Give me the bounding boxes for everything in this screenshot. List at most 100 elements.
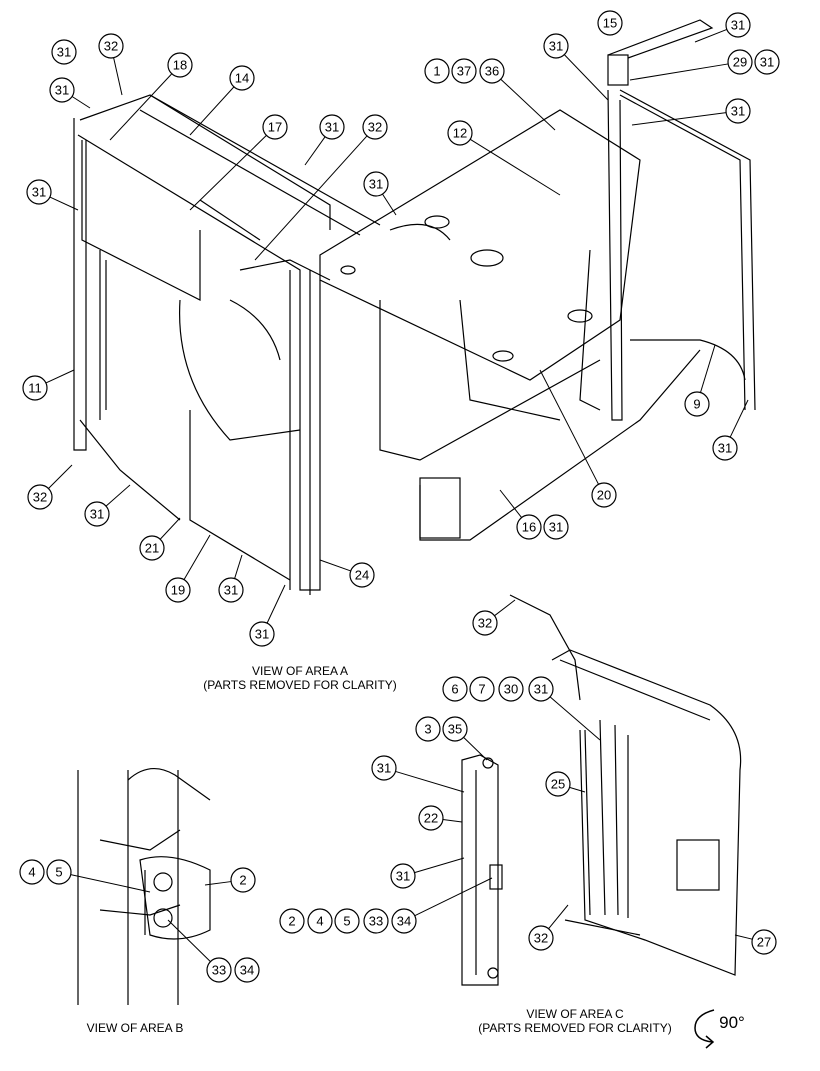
callout-circle [19,859,45,885]
callout-32: 32 [472,610,498,636]
callout-4: 4 [307,908,333,934]
callout-circle [545,771,571,797]
callout-number: 11 [28,381,42,396]
leader-line [71,96,91,109]
callout-3: 3 [415,716,441,742]
leader-line [414,857,465,874]
leader-line [539,369,599,485]
callout-circle [528,925,554,951]
leader-line [159,517,181,540]
callout-circle [362,114,388,140]
callout-circle [363,908,389,934]
callout-number: 4 [316,914,323,929]
callout-circle [334,908,360,934]
leader-line [499,489,522,518]
callout-5: 5 [334,908,360,934]
callout-number: 31 [57,45,71,60]
callout-1: 1 [424,58,450,84]
leader-line [569,786,586,793]
callout-15: 15 [597,10,623,36]
callout-number: 22 [424,811,438,826]
callout-circle [371,755,397,781]
callout-number: 2 [288,914,295,929]
callout-number: 34 [240,963,254,978]
callout-number: 35 [448,722,462,737]
leader-line [109,73,173,141]
leader-line [563,54,609,101]
callout-31: 31 [319,114,345,140]
callout-number: 15 [603,16,617,31]
leader-line [105,484,131,507]
leader-line [70,874,151,893]
callout-circle [165,577,191,603]
callout-31: 31 [249,621,275,647]
callout-circle [26,179,52,205]
callout-circle [230,867,256,893]
leader-line [463,736,488,761]
callout-32: 32 [362,114,388,140]
leader-line [494,599,516,617]
caption-area-b: VIEW OF AREA B [55,1021,215,1035]
leader-line [183,534,211,580]
callout-circle [319,114,345,140]
callout-circle [479,58,505,84]
leader-line [48,464,73,489]
callout-circle [307,908,333,934]
callout-number: 19 [171,583,185,598]
callout-33: 33 [206,957,232,983]
callout-circle [206,957,232,983]
callout-circle [349,562,375,588]
callout-circle [725,12,751,38]
leader-line [382,193,397,216]
callout-number: 31 [549,39,563,54]
callout-number: 31 [377,761,391,776]
callout-number: 34 [397,914,411,929]
leader-line [234,554,243,579]
callout-number: 7 [478,682,485,697]
callout-number: 5 [55,865,62,880]
area-c-drawing [461,594,742,986]
callout-number: 20 [597,488,611,503]
callout-number: 31 [718,441,732,456]
callout-31: 31 [51,39,77,65]
callout-number: 12 [453,126,467,141]
callout-circle [591,482,617,508]
callout-circle [447,120,473,146]
callout-circle [22,375,48,401]
callout-25: 25 [545,771,571,797]
callout-9: 9 [684,391,710,417]
callout-number: 32 [534,931,548,946]
callout-number: 31 [90,507,104,522]
callout-number: 31 [255,627,269,642]
callout-31: 31 [754,49,780,75]
callout-33: 33 [363,908,389,934]
callout-31: 31 [218,577,244,603]
callout-22: 22 [418,805,444,831]
callout-31: 31 [543,514,569,540]
callout-number: 29 [733,55,747,70]
callout-circle [712,435,738,461]
rotation-label: 90° [719,1013,745,1032]
callout-circle [543,33,569,59]
callout-number: 30 [504,682,518,697]
callout-circle [751,929,777,955]
leader-line [729,399,749,438]
area-a-drawing [73,19,756,595]
callout-circle [469,676,495,702]
callout-number: 14 [235,71,249,86]
callout-number: 25 [551,777,565,792]
callout-circle [27,484,53,510]
callout-4: 4 [19,859,45,885]
callout-11: 11 [22,375,48,401]
callout-number: 31 [549,520,563,535]
callout-number: 32 [33,490,47,505]
callout-circle [451,58,477,84]
callout-17: 17 [262,114,288,140]
callout-number: 31 [325,120,339,135]
callout-number: 5 [343,914,350,929]
callout-19: 19 [165,577,191,603]
callout-5: 5 [46,859,72,885]
callout-34: 34 [391,908,417,934]
